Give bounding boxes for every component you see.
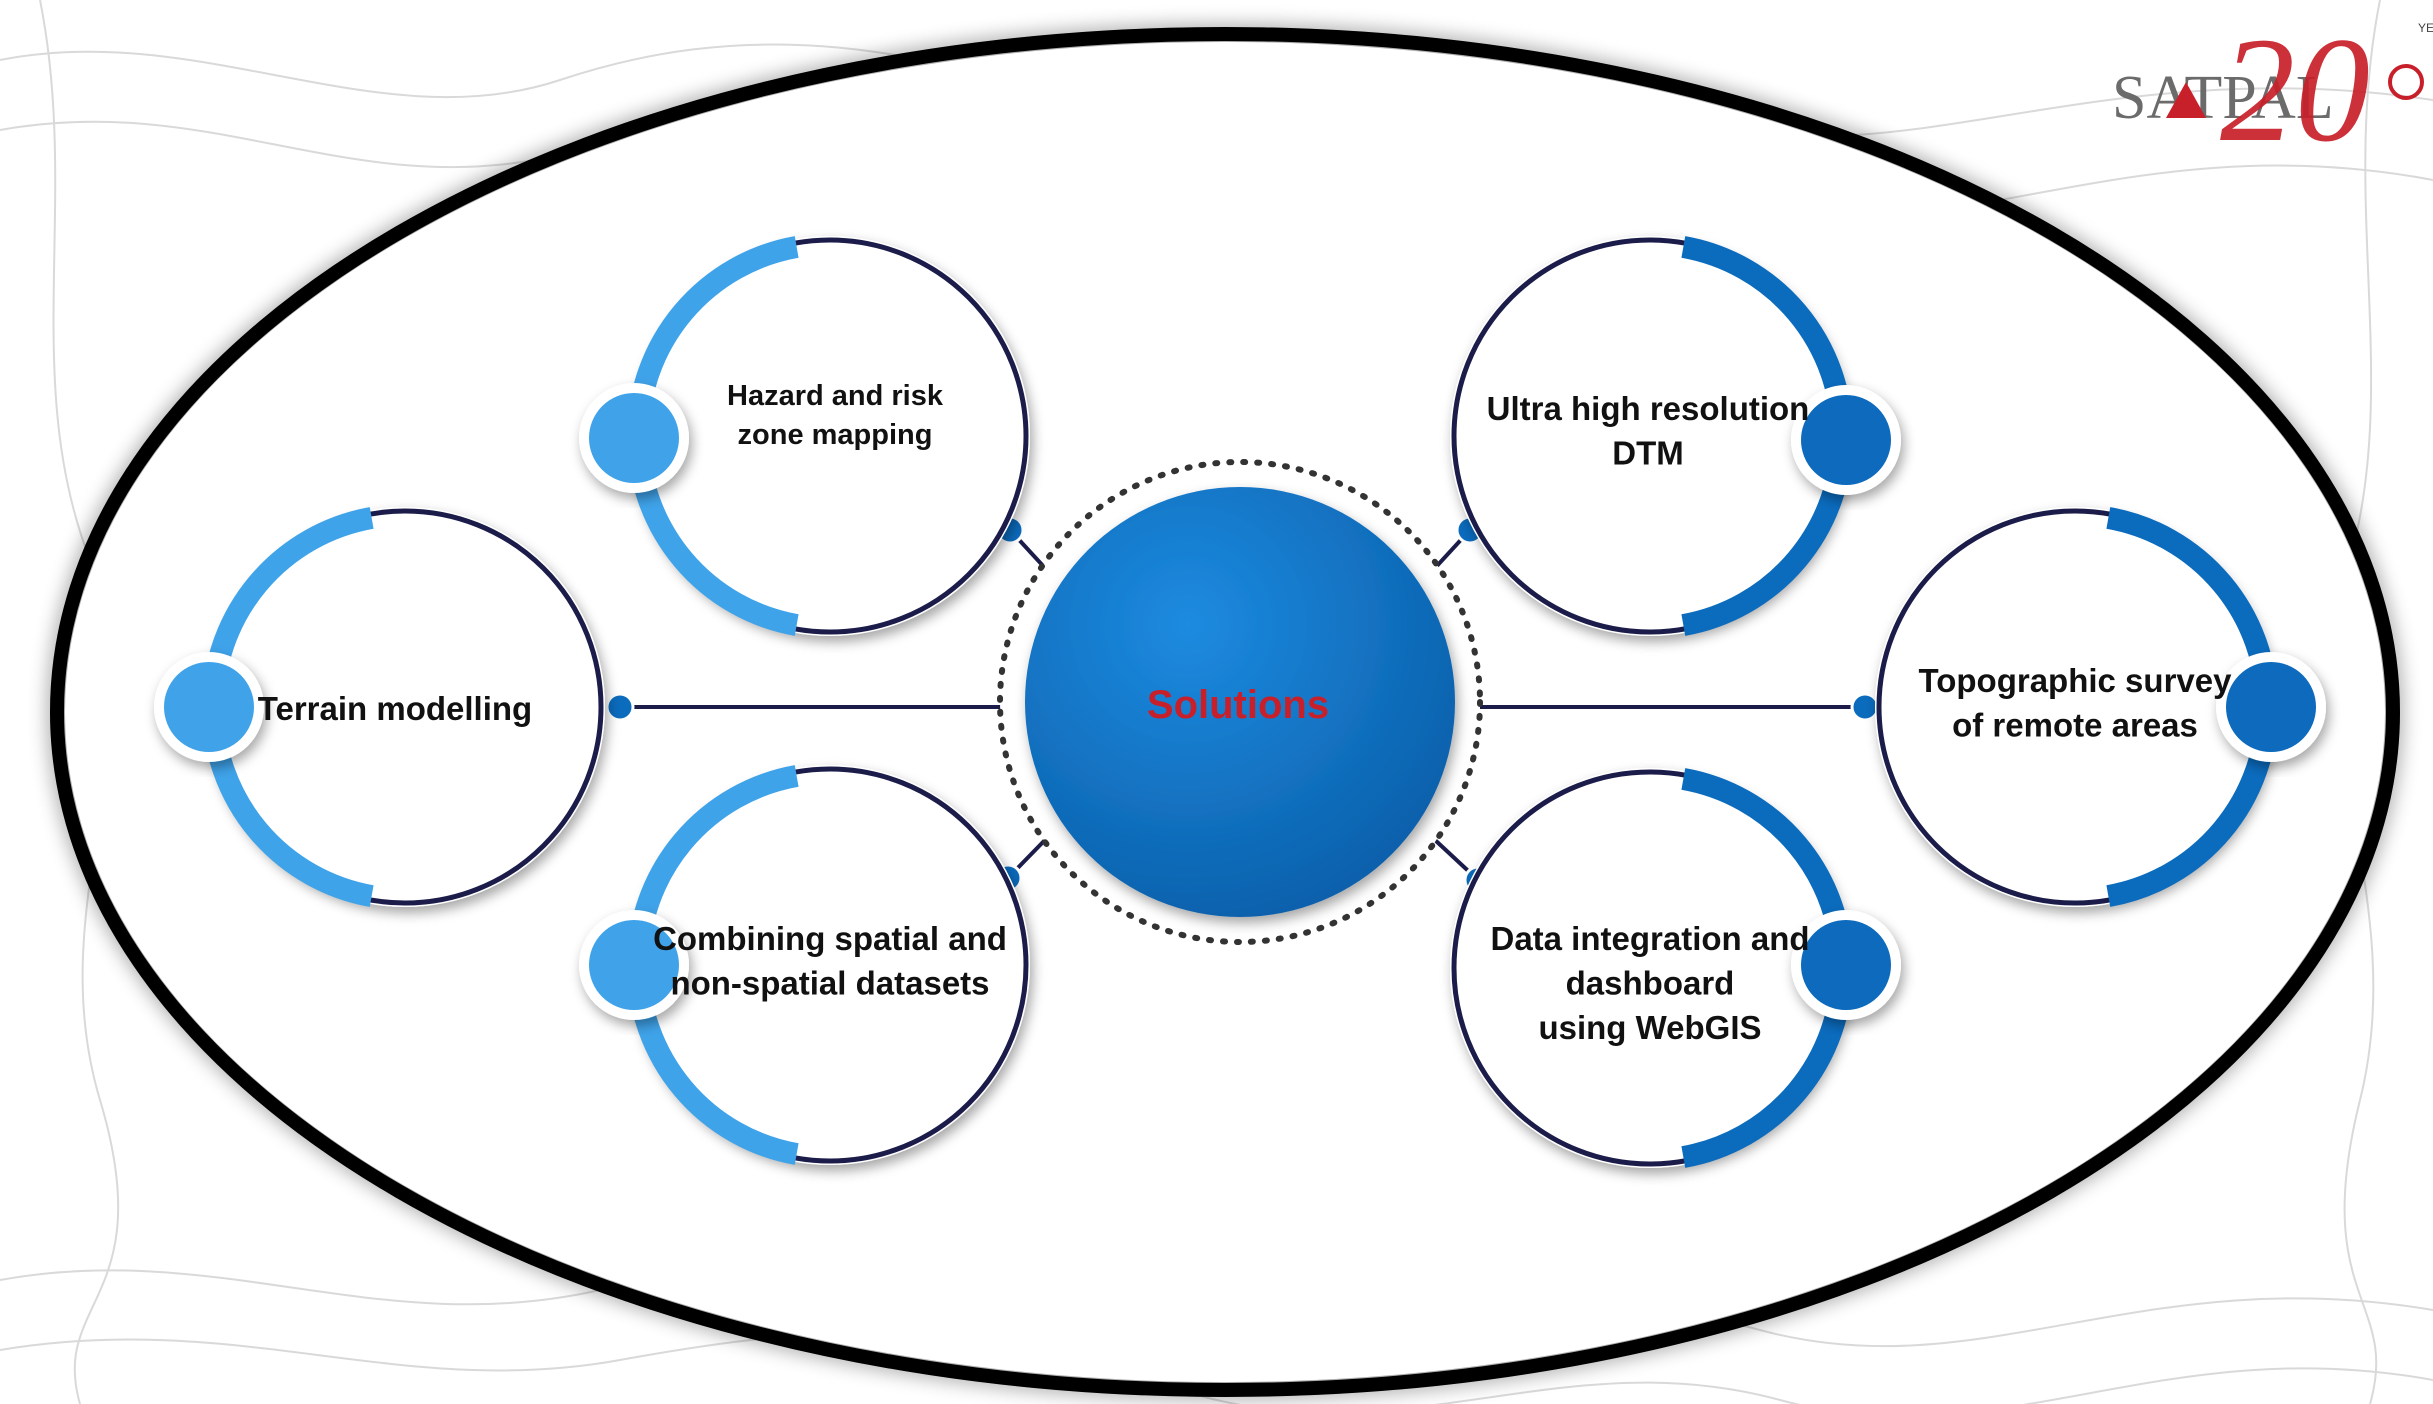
node-bullet-icon-terrain: [154, 652, 264, 762]
node-label-line: Hazard and risk: [727, 380, 944, 412]
node-disc-hazard: [630, 236, 1030, 636]
node-label-line: of remote areas: [1952, 707, 2198, 744]
logo-globe-icon: [2388, 64, 2424, 100]
logo-mountain-icon: [2166, 82, 2206, 118]
node-label-hazard: Hazard and risk zone mapping: [727, 380, 944, 451]
company-logo: SATPAL 20 YEARS: [2112, 7, 2433, 170]
logo-brand: SATPAL: [2112, 64, 2334, 132]
node-label-line: Ultra high resolution: [1487, 390, 1810, 427]
connector-dot-topographic: [1850, 692, 1880, 722]
node-hazard: Hazard and risk zone mapping: [579, 236, 1030, 636]
node-bullet-icon-combining: [579, 910, 689, 1020]
node-label-line: non-spatial datasets: [670, 965, 989, 1002]
node-bullet-icon-hazard: [579, 383, 689, 493]
node-disc-terrain: [205, 507, 605, 907]
node-combining: Combining spatial and non-spatial dataset…: [579, 765, 1030, 1165]
node-terrain: Terrain modelling: [154, 507, 605, 907]
center-label: Solutions: [1147, 683, 1329, 727]
logo-number: 20: [2220, 7, 2370, 170]
node-label-data: Data integration and dashboard using WebGI…: [1490, 920, 1809, 1046]
node-label-line: Terrain modelling: [258, 690, 532, 727]
node-disc-data: [1450, 768, 1850, 1168]
node-label-topographic: Topographic survey of remote areas: [1919, 662, 2233, 744]
node-data: Data integration and dashboard using WebGI…: [1450, 768, 1901, 1168]
node-bullet-icon-topographic: [2216, 652, 2326, 762]
logo-tagline: YEARS: [2418, 21, 2433, 35]
node-label-line: Topographic survey: [1919, 662, 2233, 699]
connector-dot-terrain: [605, 692, 635, 722]
node-label-line: Combining spatial and: [653, 920, 1007, 957]
node-topographic: Topographic survey of remote areas: [1875, 507, 2326, 907]
node-disc-ultra: [1450, 236, 1850, 636]
node-label-line: DTM: [1612, 435, 1683, 472]
center-circle: [1025, 487, 1455, 917]
node-bullet-icon-data: [1791, 910, 1901, 1020]
node-disc-combining: [630, 765, 1030, 1165]
node-label-line: using WebGIS: [1538, 1009, 1761, 1046]
node-disc-topographic: [1875, 507, 2275, 907]
node-label-line: zone mapping: [738, 419, 933, 451]
node-label-line: Data integration and: [1490, 920, 1809, 957]
node-label-combining: Combining spatial and non-spatial dataset…: [653, 920, 1007, 1002]
node-label-terrain: Terrain modelling: [258, 690, 532, 727]
node-bullet-icon-ultra: [1791, 385, 1901, 495]
node-label-line: dashboard: [1566, 965, 1735, 1002]
center-hub: Solutions: [997, 459, 1483, 945]
